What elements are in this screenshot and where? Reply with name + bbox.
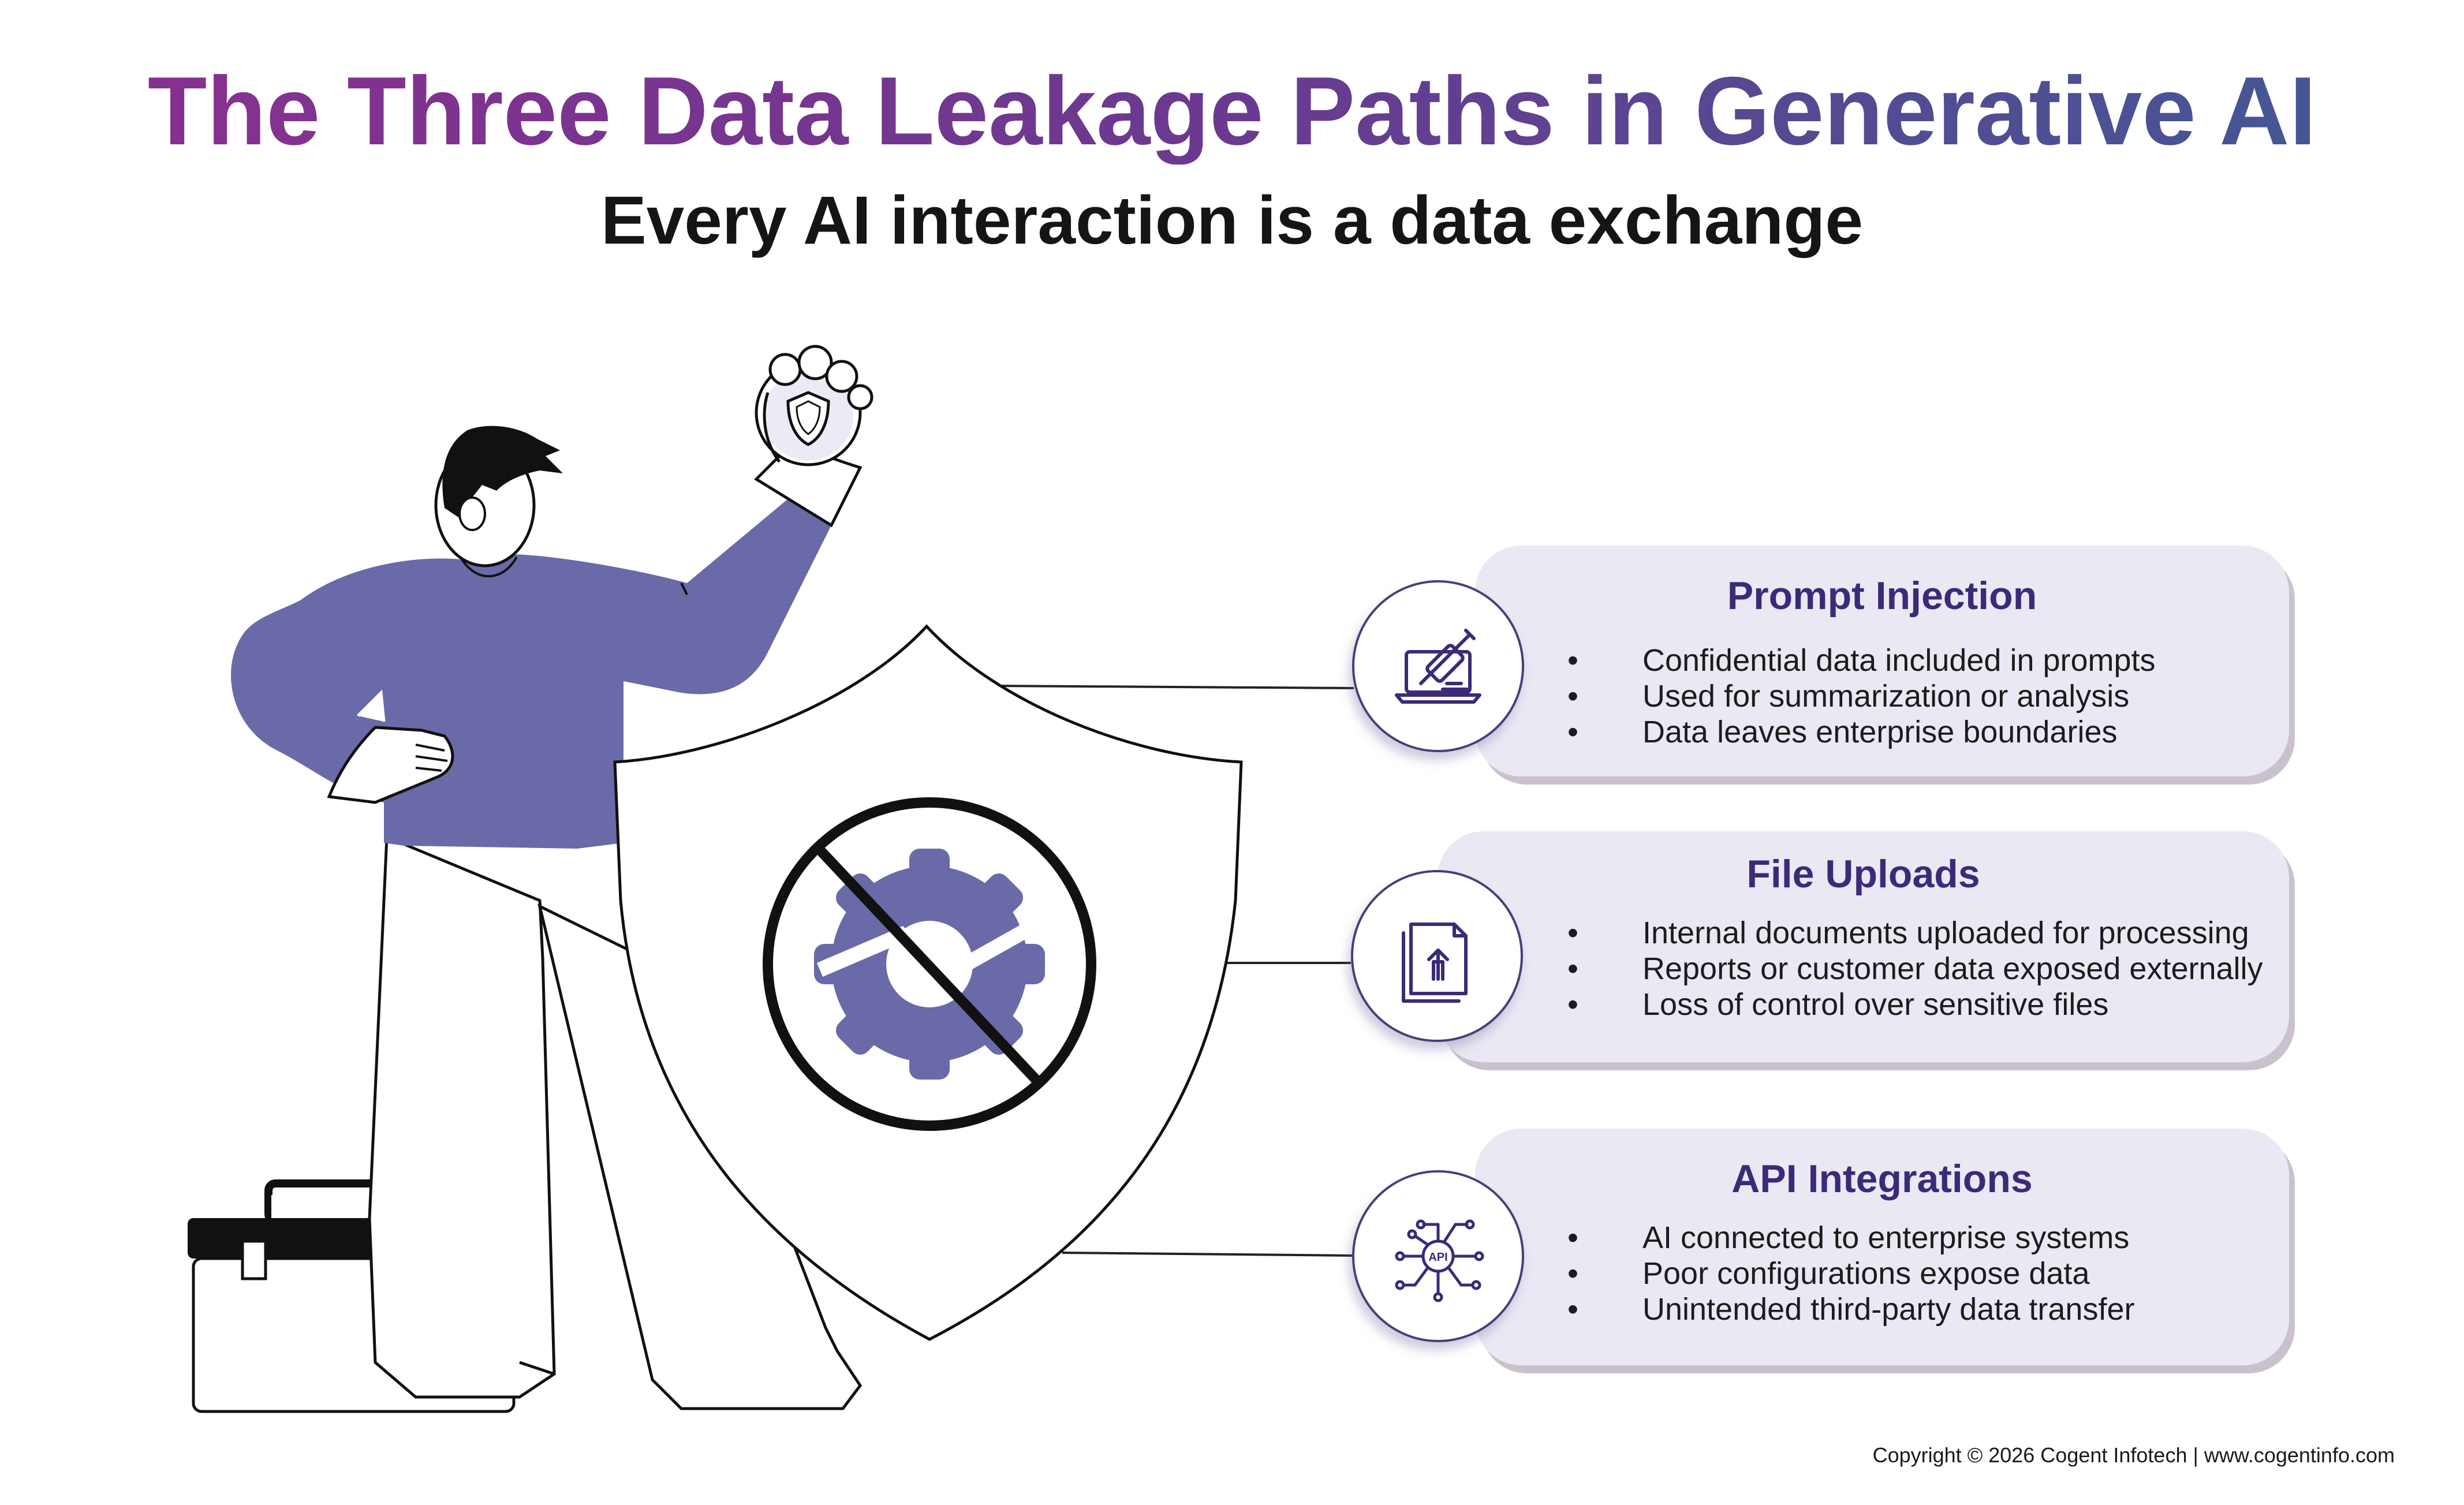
- bullet-list: •Internal documents uploaded for process…: [1567, 915, 2263, 1022]
- card-file-uploads: File Uploads •Internal documents uploade…: [1438, 831, 2289, 1062]
- list-item: •Loss of control over sensitive files: [1567, 987, 2109, 1022]
- laptop-syringe-icon: [1352, 580, 1524, 752]
- card-title: File Uploads: [1746, 852, 1980, 896]
- list-item: •Unintended third-party data transfer: [1567, 1292, 2135, 1327]
- shield-icon: [613, 624, 1243, 1341]
- list-item: •Internal documents uploaded for process…: [1567, 916, 2249, 950]
- bullet-list: •Confidential data included in prompts •…: [1567, 643, 2156, 750]
- list-item: •AI connected to enterprise systems: [1567, 1220, 2130, 1255]
- api-circuit-icon: API: [1352, 1170, 1524, 1342]
- page-subtitle: Every AI interaction is a data exchange: [600, 182, 1864, 259]
- prohibition-icon: [763, 797, 1096, 1131]
- connector-lines: [992, 685, 1354, 1257]
- person-figure: [231, 345, 873, 1410]
- card-title: Prompt Injection: [1727, 574, 2037, 618]
- list-item: •Data leaves enterprise boundaries: [1567, 715, 2118, 749]
- list-item: •Confidential data included in prompts: [1567, 643, 2156, 678]
- list-item: •Poor configurations expose data: [1567, 1256, 2090, 1291]
- bullet-list: •AI connected to enterprise systems •Poo…: [1567, 1220, 2135, 1327]
- copyright-footer: Copyright © 2026 Cogent Infotech | www.c…: [1872, 1443, 2395, 1467]
- card-title: API Integrations: [1731, 1157, 2033, 1201]
- file-upload-icon: [1351, 870, 1523, 1042]
- list-item: •Reports or customer data exposed extern…: [1567, 951, 2263, 986]
- list-item: •Used for summarization or analysis: [1567, 679, 2130, 714]
- card-prompt-injection: Prompt Injection •Confidential data incl…: [1475, 546, 2289, 776]
- page-title: The Three Data Leakage Paths in Generati…: [0, 58, 2464, 165]
- card-api-integrations: API Integrations •AI connected to enterp…: [1475, 1129, 2289, 1365]
- api-label: API: [1428, 1251, 1447, 1264]
